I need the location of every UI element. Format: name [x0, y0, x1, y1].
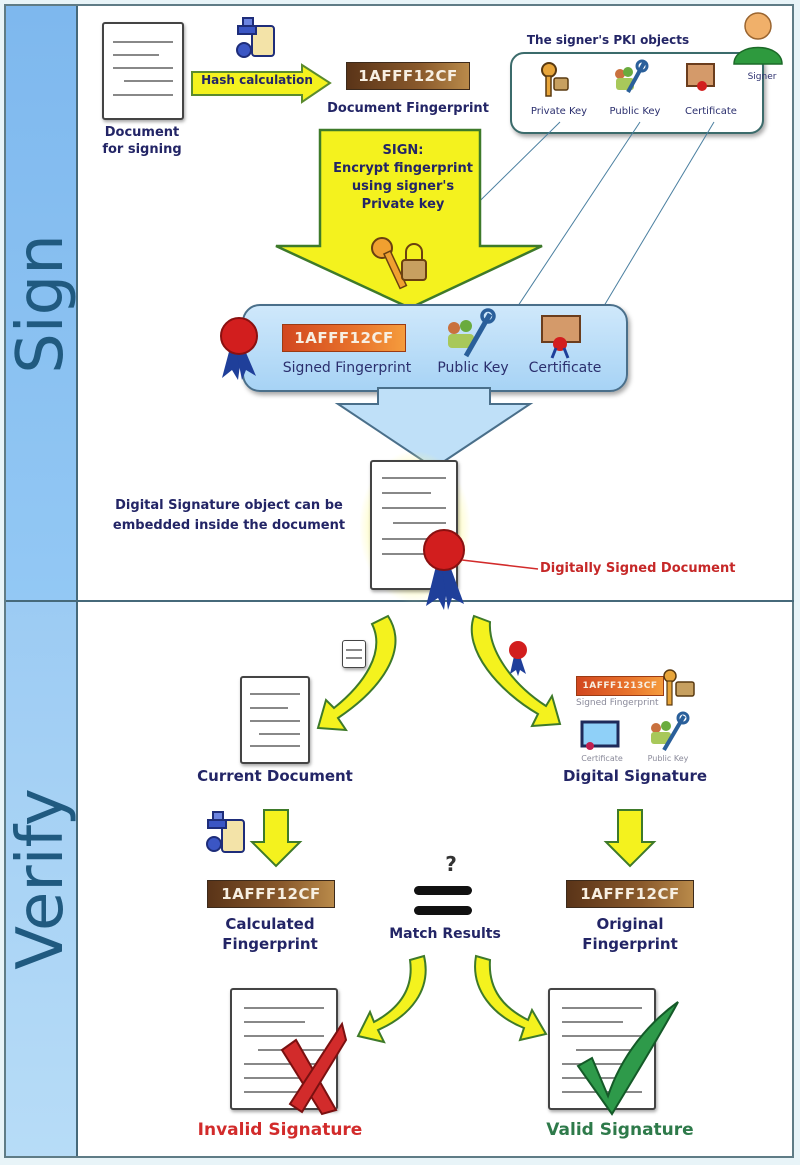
pki-public-key-label: Public Key	[609, 106, 661, 117]
current-document-label: Current Document	[197, 767, 353, 785]
signature-public-key-label: Public Key	[437, 360, 509, 376]
invalid-signature-label: Invalid Signature	[197, 1120, 363, 1140]
encrypt-key-lock-icon	[371, 237, 427, 290]
signed-document-seal-icon	[423, 529, 465, 610]
verify-section-band: Verify	[4, 602, 78, 1156]
pki-objects-title: The signer's PKI objects	[526, 33, 690, 47]
original-fingerprint-value: 1AFFF12CF	[566, 880, 694, 908]
document-label: Document for signing	[92, 124, 192, 158]
signature-certificate-icon	[541, 315, 581, 359]
document-fingerprint-label: Document Fingerprint	[327, 101, 489, 116]
equals-sign-bottom	[414, 906, 472, 915]
small-seal-icon	[509, 641, 527, 676]
signed-fingerprint-value: 1AFFF12CF	[282, 324, 406, 352]
original-label-line2: Fingerprint	[582, 935, 678, 953]
document-fingerprint-value: 1AFFF12CF	[346, 62, 470, 90]
sign-section-band: Sign	[4, 6, 78, 602]
signed-document-label: Digitally Signed Document	[540, 561, 736, 576]
hash-grinder-icon	[236, 17, 275, 58]
match-question-mark: ?	[445, 852, 457, 876]
verify-certificate-icon	[580, 720, 620, 750]
sign-step-title: SIGN:	[382, 143, 424, 158]
original-down-arrow	[603, 809, 657, 868]
equals-sign-top	[414, 886, 472, 895]
signer-label: Signer	[747, 72, 777, 82]
signer-avatar-icon	[733, 12, 783, 65]
pki-private-key-label: Private Key	[530, 106, 588, 117]
document-icon	[102, 22, 184, 120]
embed-arrow	[334, 387, 534, 470]
public-key-icon	[615, 59, 649, 93]
document-label-line1: Document	[104, 125, 180, 140]
sign-arrow	[275, 128, 543, 310]
verify-hash-grinder-icon	[206, 811, 245, 853]
hash-step-label: Hash calculation	[201, 73, 313, 87]
certificate-icon	[686, 63, 715, 91]
small-document-icon	[342, 640, 366, 668]
calculated-label-line2: Fingerprint	[222, 935, 318, 953]
original-label-line1: Original	[596, 915, 664, 933]
sign-step-line3: Private key	[361, 197, 445, 212]
valid-checkmark-icon	[576, 1001, 679, 1116]
signed-fingerprint-label: Signed Fingerprint	[282, 360, 412, 376]
pki-certificate-label: Certificate	[685, 106, 737, 117]
current-document-icon	[240, 676, 310, 764]
embed-note: Digital Signature object can be embedded…	[88, 496, 370, 536]
verify-private-key-lock-icon	[663, 669, 695, 706]
original-fingerprint-label: Original Fingerprint	[560, 914, 700, 954]
signed-document-pointer	[461, 559, 539, 570]
seal-ribbon-icon	[220, 317, 258, 380]
verify-public-key-label: Public Key	[647, 754, 689, 763]
signature-certificate-label: Certificate	[528, 360, 602, 376]
verify-public-key-icon	[651, 711, 690, 752]
sign-step-line2: using signer's	[351, 179, 455, 194]
hash-arrow	[191, 63, 332, 104]
match-results-label: Match Results	[389, 926, 501, 942]
sign-step-text: SIGN: Encrypt fingerprint using signer's…	[318, 142, 488, 214]
private-key-icon	[541, 62, 569, 97]
calculated-fingerprint-value: 1AFFF12CF	[207, 880, 335, 908]
calc-down-arrow	[249, 809, 303, 868]
valid-signature-label: Valid Signature	[546, 1120, 694, 1140]
verify-certificate-label: Certificate	[581, 754, 623, 763]
verify-signed-fingerprint-label: Signed Fingerprint	[576, 698, 659, 708]
sign-step-line1: Encrypt fingerprint	[333, 161, 473, 176]
calculated-fingerprint-label: Calculated Fingerprint	[200, 914, 340, 954]
verify-signed-fingerprint-value: 1AFFF1213CF	[576, 676, 664, 696]
embed-note-line1: Digital Signature object can be	[115, 498, 343, 513]
signature-public-key-icon	[448, 308, 496, 358]
signed-document-icon	[370, 460, 458, 590]
embed-note-line2: embedded inside the document	[112, 518, 346, 533]
document-label-line2: for signing	[102, 142, 182, 157]
digital-signature-label: Digital Signature	[562, 767, 708, 785]
invalid-x-icon	[280, 1021, 348, 1116]
calculated-label-line1: Calculated	[225, 915, 315, 933]
